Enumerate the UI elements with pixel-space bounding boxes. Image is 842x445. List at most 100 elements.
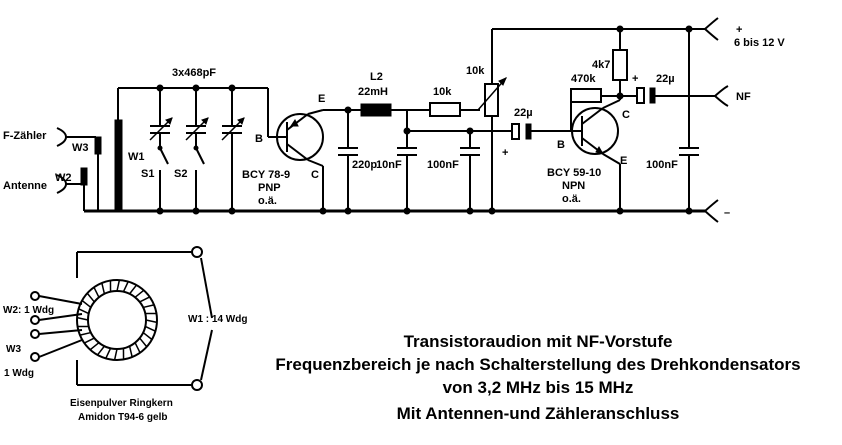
t2-emitter-label: E	[620, 155, 627, 167]
w2-antenna-winding	[80, 167, 88, 186]
variable-capacitor-1	[149, 88, 173, 148]
toroid-turn	[142, 331, 153, 341]
t2-base-label: B	[557, 139, 565, 151]
inductor-l2	[360, 103, 411, 135]
resistor-4k7	[612, 29, 628, 100]
toroid-w3-turns: 1 Wdg	[4, 368, 34, 379]
t1-oa-label: o.ä.	[258, 195, 277, 207]
r470k-label: 470k	[571, 73, 596, 85]
toroid-w2-label: W2: 1 Wdg	[3, 305, 54, 316]
toroid-turn	[139, 296, 151, 303]
caption-line3: von 3,2 MHz bis 15 MHz	[443, 378, 634, 397]
toroid-turn	[142, 304, 155, 309]
toroid-core	[76, 279, 158, 361]
toroid-turn	[81, 299, 92, 309]
supply-minus-label: –	[724, 207, 730, 219]
s2-label: S2	[174, 168, 187, 180]
capacitor-10nf	[397, 131, 417, 215]
s1-label: S1	[141, 168, 154, 180]
nf-label: NF	[736, 91, 751, 103]
w2-label: W2	[55, 172, 72, 184]
t1-base-label: B	[255, 133, 263, 145]
toroid-turn	[128, 284, 138, 295]
toroid-turn	[96, 345, 106, 356]
caption-line4: Mit Antennen-und Zähleranschluss	[397, 404, 680, 423]
capacitor-22u-a	[511, 123, 571, 140]
capacitor-100nf-a	[460, 131, 480, 215]
resistor-10k	[429, 102, 480, 117]
toroid-turn	[86, 292, 95, 303]
c22u-a-plus: +	[502, 147, 508, 159]
toroid-turn	[78, 308, 90, 315]
toroid-turn	[93, 286, 100, 298]
toroid-turn	[116, 279, 121, 292]
antenne-label: Antenne	[3, 180, 47, 192]
c22u-b-plus: +	[632, 73, 638, 85]
t1-type-label: BCY 78-9	[242, 169, 290, 181]
c220-label: 220p	[352, 159, 377, 171]
switch-s2	[192, 145, 205, 215]
c22u-b-label: 22µ	[656, 73, 675, 85]
toroid-w1-label: W1 : 14 Wdg	[188, 314, 247, 325]
switch-s1	[156, 145, 169, 215]
toroid-turn	[134, 289, 145, 298]
t1-collector-label: C	[311, 169, 319, 181]
toroid-w3-label: W3	[6, 344, 21, 355]
c100n-b-label: 100nF	[646, 159, 678, 171]
transistor-t1-pnp	[267, 88, 327, 215]
capacitor-22u-b	[620, 87, 715, 104]
toroid-turn	[113, 348, 118, 361]
c10n-label: 10nF	[376, 159, 402, 171]
variable-capacitor-2	[185, 88, 209, 148]
supply-voltage-label: 6 bis 12 V	[734, 37, 785, 49]
t1-polarity-label: PNP	[258, 182, 281, 194]
resistor-470k	[570, 88, 620, 131]
toroid-turn	[145, 319, 158, 324]
toroid-core-line2: Amidon T94-6 gelb	[78, 412, 167, 423]
toroid-turn	[128, 345, 133, 358]
t2-collector-label: C	[622, 109, 630, 121]
caption-line1: Transistoraudion mit NF-Vorstufe	[404, 332, 673, 351]
cap-bank-label: 3x468pF	[172, 67, 216, 79]
w3-coupling-winding	[94, 136, 102, 211]
toroid-core-line1: Eisenpulver Ringkern	[70, 398, 173, 409]
f-zaehler-terminal	[56, 127, 96, 147]
l2-name-label: L2	[370, 71, 383, 83]
w3-label: W3	[72, 142, 89, 154]
ground-rail	[84, 199, 719, 223]
variable-capacitor-3	[221, 88, 245, 215]
tank-top-wire	[118, 84, 268, 92]
emitter-wire	[323, 106, 361, 114]
toroid-turn	[83, 337, 95, 344]
toroid-turn	[139, 337, 148, 348]
l2-value-label: 22mH	[358, 86, 388, 98]
c100n-a-label: 100nF	[427, 159, 459, 171]
toroid-w2-winding	[30, 291, 83, 325]
w1-tank-coil	[114, 88, 123, 211]
t2-oa-label: o.ä.	[562, 193, 581, 205]
toroid-turn	[144, 325, 156, 332]
w1-label: W1	[128, 151, 145, 163]
c22u-a-label: 22µ	[514, 107, 533, 119]
toroid-turn	[79, 331, 92, 336]
t2-polarity-label: NPN	[562, 180, 585, 192]
capacitor-220p	[338, 110, 358, 215]
toroid-turn	[105, 347, 112, 359]
supply-plus-label: +	[736, 24, 742, 36]
pot-label: 10k	[466, 65, 485, 77]
toroid-w3-winding	[30, 329, 83, 362]
r4k7-label: 4k7	[592, 59, 610, 71]
f-zaehler-label: F-Zähler	[3, 130, 47, 142]
toroid-turn	[76, 316, 89, 321]
toroid-turn	[122, 281, 129, 293]
caption-line2: Frequenzbereich je nach Schalterstellung…	[275, 355, 800, 374]
supply-rail	[492, 17, 719, 41]
capacitor-100nf-b	[679, 29, 699, 215]
r10k-label: 10k	[433, 86, 452, 98]
toroid-turn	[101, 282, 106, 295]
toroid-turn	[134, 342, 141, 354]
t2-type-label: BCY 59-10	[547, 167, 601, 179]
nf-output-terminal	[714, 85, 729, 107]
potentiometer-10k	[477, 29, 507, 215]
